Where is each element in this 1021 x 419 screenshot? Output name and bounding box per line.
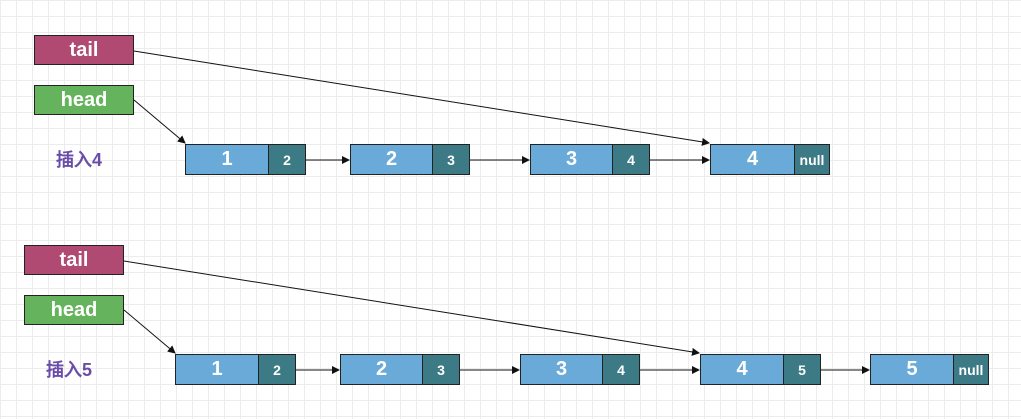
node-value: 4 [700, 354, 784, 385]
node-value: 3 [520, 354, 603, 385]
node-value: 3 [530, 144, 613, 175]
head-arrow [123, 309, 176, 354]
tail-pointer: tail [24, 245, 124, 275]
head-pointer: head [34, 85, 134, 115]
node-next-pointer: null [953, 354, 989, 385]
node-next-pointer: 4 [612, 144, 650, 175]
node-next-pointer: null [794, 144, 830, 175]
node-next-pointer: 3 [432, 144, 470, 175]
node-value: 1 [175, 354, 259, 385]
node-value: 5 [870, 354, 954, 385]
head-arrow [133, 99, 186, 144]
node-value: 1 [185, 144, 269, 175]
tail-arrow [123, 260, 700, 356]
node-next-pointer: 2 [258, 354, 296, 385]
node-next-pointer: 3 [422, 354, 460, 385]
node-value: 2 [350, 144, 433, 175]
tail-pointer: tail [34, 35, 134, 65]
insert-caption: 插入5 [46, 360, 93, 380]
node-next-pointer: 4 [602, 354, 640, 385]
tail-arrow [133, 50, 710, 146]
node-value: 2 [340, 354, 423, 385]
insert-caption: 插入4 [56, 150, 103, 170]
node-next-pointer: 5 [783, 354, 821, 385]
node-value: 4 [710, 144, 795, 175]
head-pointer: head [24, 295, 124, 325]
node-next-pointer: 2 [268, 144, 306, 175]
